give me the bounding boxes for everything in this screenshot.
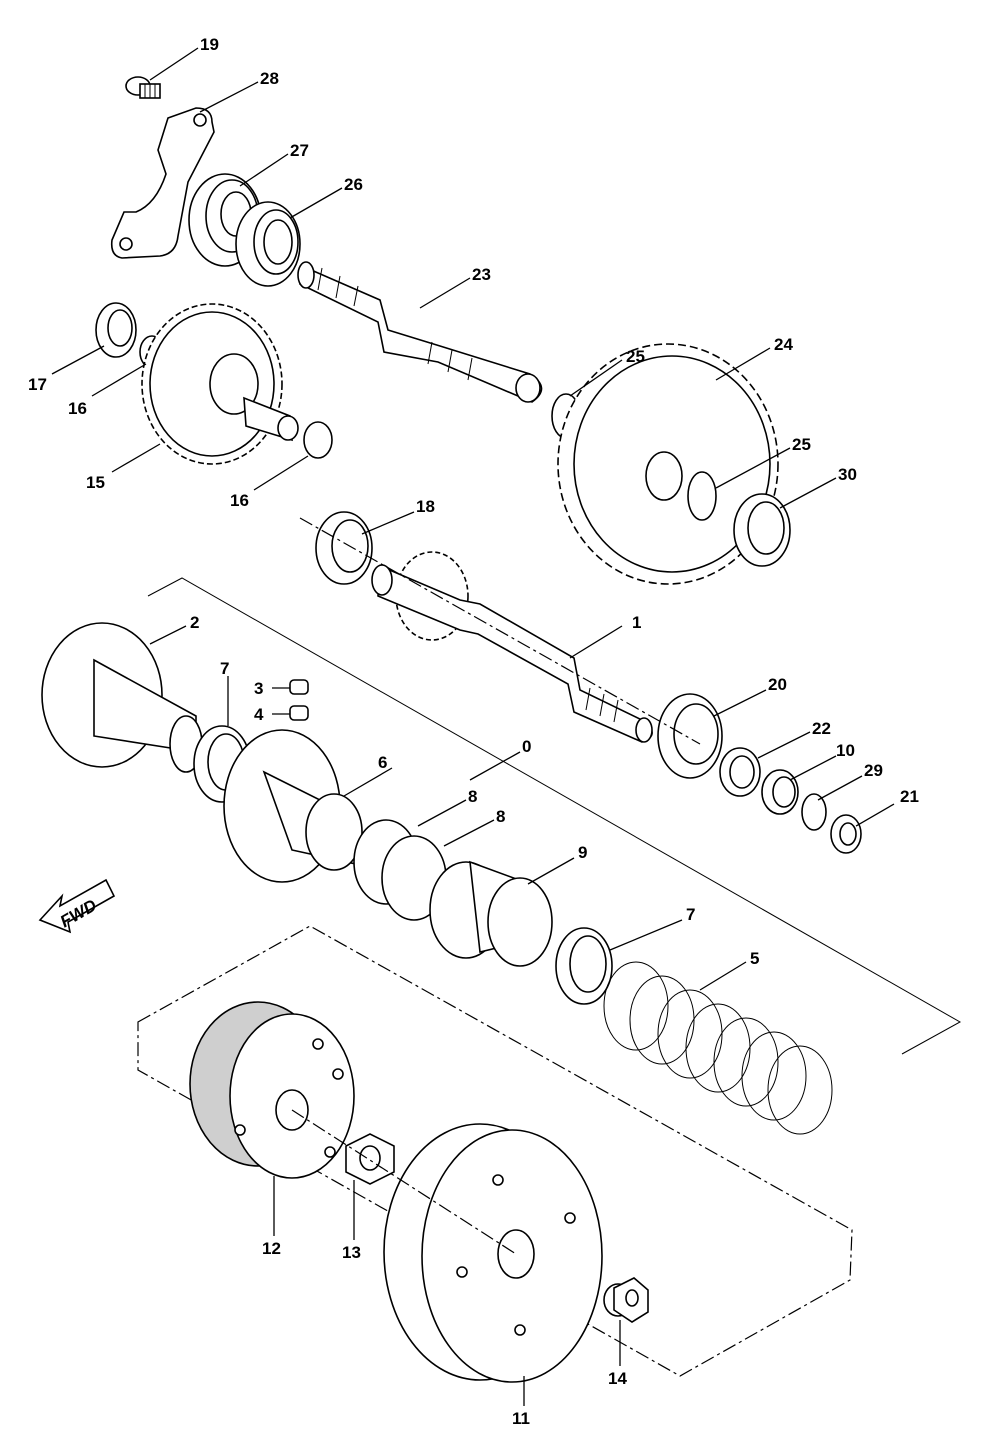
callout-0: 0 [522, 737, 531, 756]
driven-pulley-2 [41, 622, 203, 773]
nut-14 [603, 1277, 649, 1323]
spring-5 [603, 961, 833, 1135]
callout-20: 20 [768, 675, 787, 694]
callout-26: 26 [344, 175, 363, 194]
leader-lines [51, 47, 895, 1406]
oil-seal-7-lower [555, 927, 613, 1005]
callout-8-a: 8 [468, 787, 477, 806]
callout-22: 22 [812, 719, 831, 738]
callout-3: 3 [254, 679, 263, 698]
nut-21 [830, 814, 862, 854]
bearing-17 [95, 302, 137, 358]
gear-24 [557, 343, 779, 585]
callout-labels: 19 28 27 26 23 17 16 15 16 25 24 25 30 1… [28, 35, 919, 1428]
bearing-22 [719, 747, 761, 797]
callout-24: 24 [774, 335, 793, 354]
callout-1: 1 [632, 613, 641, 632]
callout-2: 2 [190, 613, 199, 632]
callout-30: 30 [838, 465, 857, 484]
circlip-25-lower [687, 471, 717, 521]
callout-6: 6 [378, 753, 387, 772]
callout-11: 11 [512, 1409, 530, 1428]
callout-7-lower: 7 [686, 905, 695, 924]
callout-17: 17 [28, 375, 47, 394]
gear-15 [141, 303, 299, 465]
callout-28: 28 [260, 69, 279, 88]
bearing-20 [657, 693, 723, 779]
shaft-23 [297, 261, 543, 403]
axis-line-clutch [291, 1109, 517, 1255]
callout-25-lower: 25 [792, 435, 811, 454]
pin-4 [289, 705, 309, 721]
callout-12: 12 [262, 1239, 281, 1258]
bearing-26 [235, 201, 301, 287]
callout-10: 10 [836, 741, 855, 760]
pin-3 [289, 679, 309, 695]
clutch-housing-11 [383, 1123, 603, 1383]
callout-16-upper: 16 [68, 399, 87, 418]
callout-13: 13 [342, 1243, 361, 1262]
sliding-sheave-6 [223, 729, 363, 883]
bearing-30 [733, 493, 791, 567]
bolt-19 [125, 76, 161, 99]
callout-19: 19 [200, 35, 219, 54]
callout-23: 23 [472, 265, 491, 284]
shaft-1 [371, 551, 653, 743]
callout-5: 5 [750, 949, 759, 968]
callout-8-b: 8 [496, 807, 505, 826]
callout-4: 4 [254, 705, 264, 724]
clip-29 [801, 793, 827, 831]
nut-13 [345, 1133, 395, 1185]
assembly-outline [147, 577, 962, 1055]
collar-9 [429, 860, 553, 967]
callout-18: 18 [416, 497, 435, 516]
callout-21: 21 [900, 787, 919, 806]
washer-16-lower [303, 421, 333, 459]
axis-line-shaft [299, 517, 701, 745]
bracket-28 [110, 107, 215, 259]
callout-27: 27 [290, 141, 309, 160]
callout-9: 9 [578, 843, 587, 862]
callout-29: 29 [864, 761, 883, 780]
clutch-shoe-12 [189, 1001, 355, 1179]
needle-bearing-10 [761, 769, 799, 815]
callout-16-lower: 16 [230, 491, 249, 510]
bearing-18 [315, 511, 373, 585]
callout-25-upper: 25 [626, 347, 645, 366]
callout-14: 14 [608, 1369, 627, 1388]
callout-7-upper: 7 [220, 659, 229, 678]
fwd-arrow: FWD [38, 878, 116, 934]
clutch-group-outline [137, 925, 853, 1377]
callout-15: 15 [86, 473, 105, 492]
